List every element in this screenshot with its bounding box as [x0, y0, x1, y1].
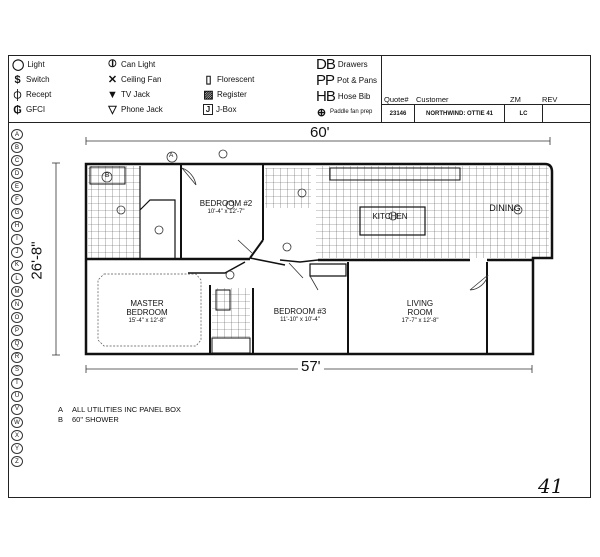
row-letter-q: Q	[11, 338, 23, 350]
row-letter-s: S	[11, 364, 23, 376]
sheet-frame	[8, 55, 591, 498]
zm-header: ZM	[510, 95, 521, 104]
rev-value	[542, 104, 591, 122]
header-divider	[8, 122, 591, 123]
legend-light: ◯Light	[12, 59, 45, 71]
drawers-icon: DB	[316, 55, 336, 73]
zm-value: LC	[504, 104, 542, 122]
quote-block	[381, 55, 592, 122]
row-letter-d: D	[11, 168, 23, 180]
row-letter-m: M	[11, 286, 23, 298]
customer-name: NORTHWIND: OTTIE 41	[414, 104, 504, 122]
light-icon: ◯	[12, 59, 25, 71]
marker-a: A	[169, 152, 174, 159]
phone-jack-icon: ▽	[108, 104, 117, 116]
paddle-fan-icon: ⊕	[316, 106, 327, 119]
row-letter-e: E	[11, 181, 23, 193]
quote-header: Quote#	[384, 95, 409, 104]
row-letter-x: X	[11, 430, 23, 442]
row-letter-o: O	[11, 312, 23, 324]
legend-switch: $Switch	[12, 72, 51, 87]
marker-b: B	[105, 172, 110, 179]
legend-phone-jack: ▽Phone Jack	[108, 104, 163, 116]
legend-paddle-fan: ⊕Paddle fan prep	[316, 106, 373, 119]
legend-gfci: ₲GFCI	[13, 103, 46, 116]
switch-icon: $	[14, 73, 21, 86]
master-tray-ceiling	[97, 273, 202, 347]
row-letter-l: L	[11, 273, 23, 285]
row-letter-j: J	[11, 246, 23, 258]
page-number: 41	[538, 474, 564, 498]
hose-bib-icon: HB	[316, 87, 336, 105]
legend-ceiling-fan: ✕Ceiling Fan	[107, 74, 162, 86]
overall-width-dimension: 60'	[310, 124, 330, 141]
row-letter-y: Y	[11, 443, 23, 455]
rev-header: REV	[542, 95, 558, 104]
row-letter-v: V	[11, 403, 23, 415]
customer-header: Customer	[416, 95, 449, 104]
door-swings	[181, 167, 489, 291]
row-letter-i: I	[11, 233, 23, 245]
row-letter-w: W	[11, 417, 23, 429]
florescent-icon: ▯	[205, 74, 212, 86]
row-letter-c: C	[11, 155, 23, 167]
floor-width-dimension: 57'	[298, 358, 324, 375]
row-letter-f: F	[11, 194, 23, 206]
room-kitchen: KITCHEN	[372, 212, 408, 221]
row-letter-g: G	[11, 207, 23, 219]
row-letter-k: K	[11, 259, 23, 271]
legend-tv-jack: ▼TV Jack	[107, 88, 150, 101]
plan-markers	[101, 151, 178, 183]
row-letter-a: A	[11, 129, 23, 140]
receptacle-icon: ⏀	[12, 89, 23, 102]
legend-register: ▨Register	[203, 89, 247, 101]
row-letter-z: Z	[11, 456, 23, 468]
legend-can-light: ⦶Can Light	[108, 58, 156, 70]
legend-recept: ⏀Recept	[12, 87, 51, 102]
ceiling-fan-icon: ✕	[107, 74, 118, 86]
pot-pans-icon: PP	[316, 71, 335, 89]
j-box-icon: J	[203, 104, 213, 115]
register-icon: ▨	[203, 89, 214, 101]
row-letter-n: N	[11, 299, 23, 311]
legend-col-1: ◯Light $Switch ⏀Recept ₲GFCI	[12, 57, 51, 117]
row-letter-b: B	[11, 142, 23, 154]
tv-jack-icon: ▼	[107, 88, 118, 101]
room-dining: DINING	[489, 203, 521, 213]
row-letter-t: T	[11, 377, 23, 389]
legend-florescent: ▯Florescent	[203, 72, 254, 87]
depth-dimension: 26'-8"	[28, 241, 46, 280]
quote-number: 23146	[381, 104, 414, 122]
walls	[84, 162, 554, 356]
gfci-icon: ₲	[13, 103, 22, 116]
can-light-icon: ⦶	[108, 58, 117, 70]
light-fixtures	[116, 149, 523, 280]
row-letter-r: R	[11, 351, 23, 363]
row-letter-u: U	[11, 390, 23, 402]
legend-col-2: ⦶Can Light ✕Ceiling Fan ▼TV Jack ▽Phone …	[107, 57, 163, 117]
row-letter-p: P	[11, 325, 23, 337]
row-letter-h: H	[11, 220, 23, 232]
